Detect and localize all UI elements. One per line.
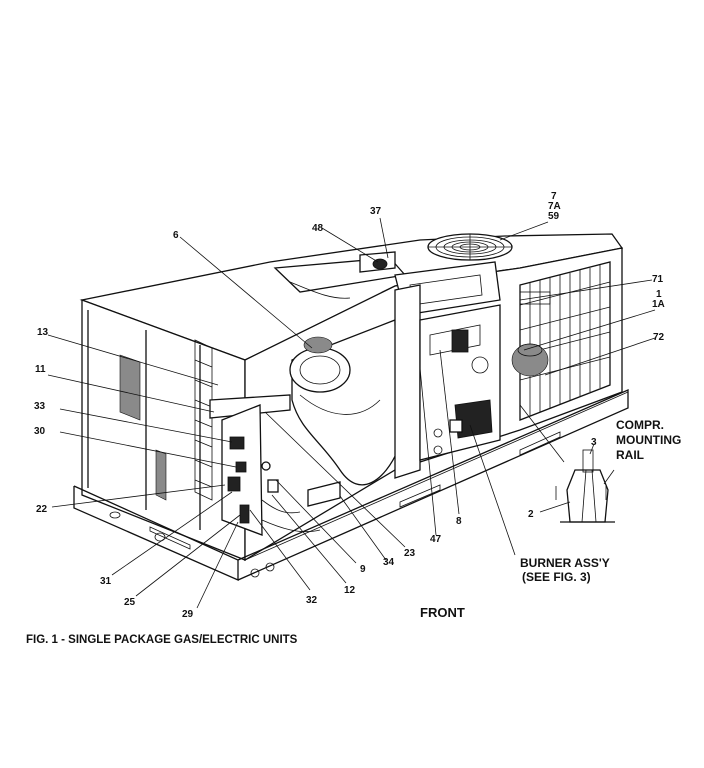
transformer bbox=[307, 481, 341, 507]
notes: COMPR. MOUNTING RAIL BURNER ASS'Y (SEE F… bbox=[520, 418, 681, 584]
control-component bbox=[261, 461, 271, 471]
callout-1: 1 bbox=[656, 289, 662, 300]
front-label: FRONT bbox=[420, 605, 465, 620]
base-hole bbox=[109, 511, 121, 519]
callout-59: 59 bbox=[548, 211, 560, 222]
callout-37: 37 bbox=[370, 206, 382, 217]
callout-30: 30 bbox=[34, 426, 46, 437]
compr-note-line1: COMPR. bbox=[616, 418, 664, 432]
burner-note-line2: (SEE FIG. 3) bbox=[522, 570, 591, 584]
callout-1a: 1A bbox=[652, 299, 665, 310]
callout-13: 13 bbox=[37, 327, 49, 338]
compr-note-line3: RAIL bbox=[616, 448, 644, 462]
compressor-mount-detail bbox=[555, 449, 615, 523]
gas-valve bbox=[451, 329, 469, 353]
callout-12: 12 bbox=[344, 585, 356, 596]
callout-71: 71 bbox=[652, 274, 664, 285]
callout-23: 23 bbox=[404, 548, 416, 559]
callout-29: 29 bbox=[182, 609, 194, 620]
callout-32: 32 bbox=[306, 595, 318, 606]
partition bbox=[394, 284, 501, 479]
callout-9: 9 bbox=[360, 564, 366, 575]
callout-2: 2 bbox=[528, 509, 534, 520]
callout-34: 34 bbox=[383, 557, 395, 568]
leader-lines bbox=[47, 217, 656, 609]
base-hole bbox=[265, 562, 275, 572]
control-component bbox=[229, 436, 245, 450]
burner-note-line1: BURNER ASS'Y bbox=[520, 556, 610, 570]
callout-33: 33 bbox=[34, 401, 46, 412]
compr-note-line2: MOUNTING bbox=[616, 433, 681, 447]
blower-motor bbox=[303, 336, 333, 354]
callout-11: 11 bbox=[35, 364, 46, 375]
base-hole bbox=[250, 568, 260, 578]
callout-72: 72 bbox=[653, 332, 665, 343]
callout-labels: 7 7A 59 37 48 6 71 1 1A 72 13 11 33 30 2… bbox=[34, 191, 665, 620]
compressor bbox=[511, 343, 549, 377]
callout-47: 47 bbox=[430, 534, 442, 545]
control-box bbox=[209, 394, 341, 536]
control-component bbox=[227, 476, 241, 492]
control-component bbox=[239, 504, 250, 524]
callout-8: 8 bbox=[456, 516, 462, 527]
callout-3: 3 bbox=[591, 437, 597, 448]
callout-48: 48 bbox=[312, 223, 324, 234]
callout-7a: 7A bbox=[548, 201, 561, 212]
callout-22: 22 bbox=[36, 504, 48, 515]
callout-6: 6 bbox=[173, 230, 179, 241]
callout-7: 7 bbox=[551, 191, 557, 202]
left-coil bbox=[119, 339, 213, 501]
callout-25: 25 bbox=[124, 597, 136, 608]
control-component bbox=[267, 479, 279, 493]
figure-caption: FIG. 1 - SINGLE PACKAGE GAS/ELECTRIC UNI… bbox=[26, 634, 298, 646]
condenser-fan bbox=[427, 233, 513, 261]
blower-housing bbox=[289, 319, 399, 486]
base-hole bbox=[154, 532, 166, 542]
control-component bbox=[235, 461, 247, 473]
callout-31: 31 bbox=[100, 576, 112, 587]
